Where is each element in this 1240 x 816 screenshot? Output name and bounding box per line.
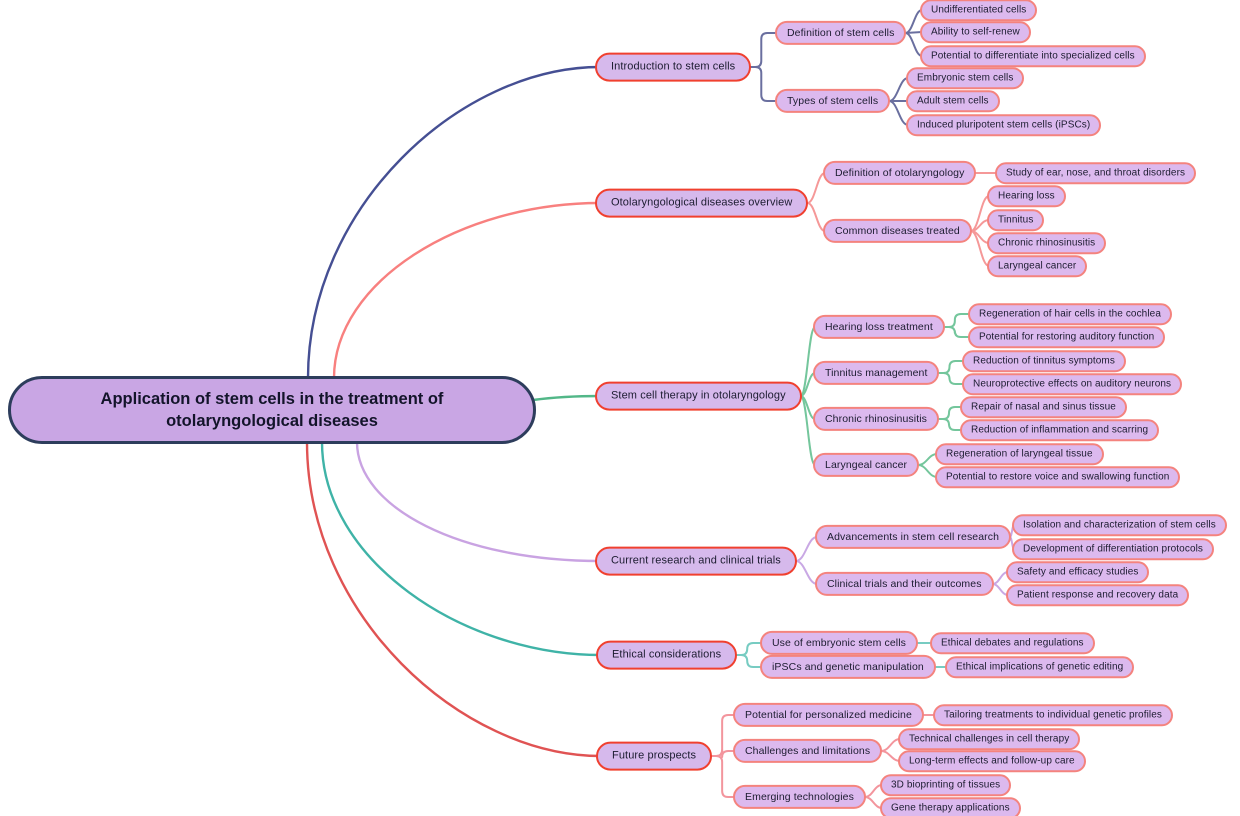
connector-line	[749, 32, 778, 68]
node-ipscs-and-genetic-manipulation[interactable]: iPSCs and genetic manipulation	[760, 654, 936, 680]
node-definition-of-otolaryngology[interactable]: Definition of otolaryngology	[823, 160, 977, 186]
node-isolation-and-characterization[interactable]: Isolation and characterization of stem c…	[1012, 514, 1227, 536]
node-long-term-effects-follow-up[interactable]: Long-term effects and follow-up care	[898, 750, 1086, 772]
node-undifferentiated-cells[interactable]: Undifferentiated cells	[920, 0, 1038, 21]
node-ethical-considerations[interactable]: Ethical considerations	[596, 640, 738, 670]
connector-line	[888, 100, 909, 126]
connector-line	[735, 642, 763, 656]
connector-line	[794, 560, 818, 585]
node-potential-for-personalized-medicine[interactable]: Potential for personalized medicine	[733, 702, 924, 728]
node-definition-of-stem-cells[interactable]: Definition of stem cells	[775, 20, 907, 46]
connector-line	[806, 172, 826, 204]
connector-line	[531, 394, 602, 402]
node-ethical-implications-genetic-editing[interactable]: Ethical implications of genetic editing	[945, 656, 1135, 678]
connector-line	[749, 66, 778, 102]
node-safety-and-efficacy-studies[interactable]: Safety and efficacy studies	[1006, 561, 1150, 583]
node-induced-pluripotent-stem-cells[interactable]: Induced pluripotent stem cells (iPSCs)	[906, 114, 1102, 136]
connector-line	[710, 755, 736, 798]
node-tailoring-treatments[interactable]: Tailoring treatments to individual genet…	[933, 704, 1173, 726]
node-embryonic-stem-cells[interactable]: Embryonic stem cells	[906, 67, 1025, 89]
connector-line	[937, 372, 965, 385]
node-current-research-and-clinical-trials[interactable]: Current research and clinical trials	[595, 546, 797, 576]
connector-line	[806, 202, 826, 232]
node-otolaryngological-diseases-overview[interactable]: Otolaryngological diseases overview	[595, 188, 809, 218]
connector-line	[937, 406, 963, 420]
connector-line	[942, 313, 971, 328]
connector-line	[305, 440, 603, 758]
node-tinnitus[interactable]: Tinnitus	[987, 209, 1045, 231]
node-patient-response-recovery-data[interactable]: Patient response and recovery data	[1006, 584, 1190, 606]
node-adult-stem-cells[interactable]: Adult stem cells	[906, 90, 1000, 112]
connector-line	[937, 418, 963, 431]
node-ethical-debates-and-regulations[interactable]: Ethical debates and regulations	[930, 632, 1095, 654]
connector-line	[942, 326, 971, 338]
connector-line	[937, 360, 965, 374]
node-laryngeal-cancer-therapy[interactable]: Laryngeal cancer	[813, 452, 920, 478]
node-technical-challenges-cell-therapy[interactable]: Technical challenges in cell therapy	[898, 728, 1081, 750]
node-advancements-in-stem-cell-research[interactable]: Advancements in stem cell research	[815, 524, 1012, 550]
connector-line	[904, 31, 923, 34]
connector-line	[735, 654, 763, 668]
node-chronic-rhinosinusitis[interactable]: Chronic rhinosinusitis	[987, 232, 1107, 254]
node-ability-to-self-renew[interactable]: Ability to self-renew	[920, 21, 1031, 43]
connector-line	[794, 536, 818, 562]
node-common-diseases-treated[interactable]: Common diseases treated	[823, 218, 972, 244]
node-repair-of-nasal-sinus-tissue[interactable]: Repair of nasal and sinus tissue	[960, 396, 1127, 418]
root-node[interactable]: Application of stem cells in the treatme…	[8, 376, 536, 444]
connector-line	[355, 440, 602, 563]
node-reduction-of-tinnitus-symptoms[interactable]: Reduction of tinnitus symptoms	[962, 350, 1126, 372]
node-challenges-and-limitations[interactable]: Challenges and limitations	[733, 738, 883, 764]
node-tinnitus-management[interactable]: Tinnitus management	[813, 360, 940, 386]
connector-line	[320, 440, 603, 657]
node-future-prospects[interactable]: Future prospects	[596, 741, 713, 771]
node-study-of-ear-nose-throat[interactable]: Study of ear, nose, and throat disorders	[995, 162, 1197, 184]
node-restore-voice-and-swallowing[interactable]: Potential to restore voice and swallowin…	[935, 466, 1181, 488]
node-use-of-embryonic-stem-cells[interactable]: Use of embryonic stem cells	[760, 630, 918, 656]
connector-line	[888, 77, 909, 102]
connector-line	[306, 65, 602, 380]
node-laryngeal-cancer[interactable]: Laryngeal cancer	[987, 255, 1088, 277]
node-neuroprotective-effects[interactable]: Neuroprotective effects on auditory neur…	[962, 373, 1183, 395]
node-differentiation-protocols[interactable]: Development of differentiation protocols	[1012, 538, 1215, 560]
node-chronic-rhinosinusitis-therapy[interactable]: Chronic rhinosinusitis	[813, 406, 939, 432]
node-hearing-loss-treatment[interactable]: Hearing loss treatment	[813, 314, 945, 340]
node-3d-bioprinting-of-tissues[interactable]: 3D bioprinting of tissues	[880, 774, 1012, 796]
node-hearing-loss[interactable]: Hearing loss	[987, 185, 1066, 207]
node-emerging-technologies[interactable]: Emerging technologies	[733, 784, 866, 810]
node-regeneration-of-hair-cells[interactable]: Regeneration of hair cells in the cochle…	[968, 303, 1172, 325]
node-reduction-of-inflammation[interactable]: Reduction of inflammation and scarring	[960, 419, 1160, 441]
node-types-of-stem-cells[interactable]: Types of stem cells	[775, 88, 891, 114]
node-introduction-to-stem-cells[interactable]: Introduction to stem cells	[595, 52, 752, 82]
node-regeneration-of-laryngeal-tissue[interactable]: Regeneration of laryngeal tissue	[935, 443, 1104, 465]
node-gene-therapy-applications[interactable]: Gene therapy applications	[880, 797, 1021, 816]
connector-line	[332, 201, 602, 380]
node-restoring-auditory-function[interactable]: Potential for restoring auditory functio…	[968, 326, 1166, 348]
node-stem-cell-therapy-in-otolaryngology[interactable]: Stem cell therapy in otolaryngology	[595, 381, 802, 411]
node-clinical-trials-and-outcomes[interactable]: Clinical trials and their outcomes	[815, 571, 994, 597]
node-potential-to-differentiate[interactable]: Potential to differentiate into speciali…	[920, 45, 1146, 67]
